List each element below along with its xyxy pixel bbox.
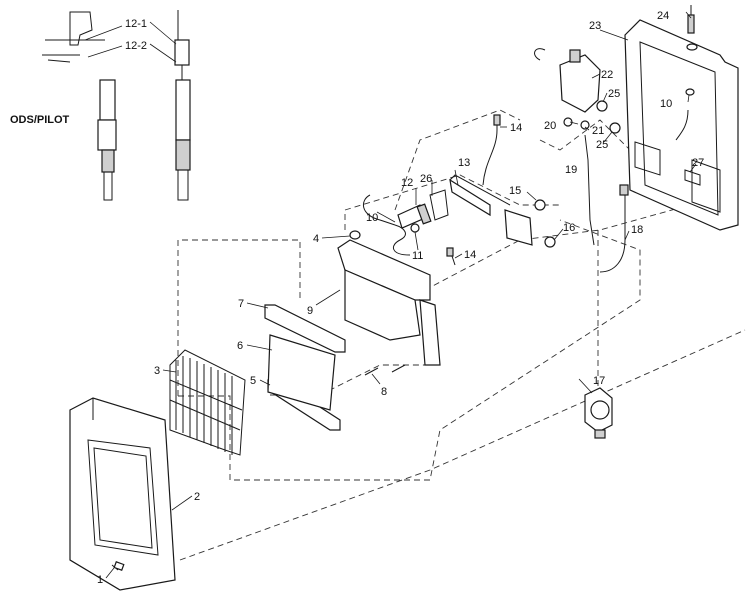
leader-lines	[84, 11, 697, 579]
label-1: 1	[97, 574, 103, 586]
part-27-clip	[684, 169, 701, 186]
label-7: 7	[238, 298, 244, 310]
part-21-fitting	[580, 120, 590, 130]
part-9-heat-shield	[337, 239, 441, 366]
part-19-pilot-tubing	[584, 134, 595, 246]
label-3: 3	[154, 365, 160, 377]
part-17-regulator	[584, 387, 613, 439]
label-14-upper: 14	[510, 122, 522, 134]
label-15: 15	[509, 185, 521, 197]
label-9: 9	[307, 305, 313, 317]
part-20-fitting	[563, 117, 573, 127]
part-1-screw	[111, 561, 125, 571]
part-22-gas-control-valve	[534, 48, 601, 113]
label-5: 5	[250, 375, 256, 387]
label-17: 17	[593, 375, 605, 387]
label-25-upper: 25	[608, 88, 620, 100]
label-4: 4	[313, 233, 319, 245]
part-16-fitting	[544, 236, 556, 248]
part-6-radiant-panel	[267, 334, 336, 411]
label-27: 27	[692, 157, 704, 169]
ods-pilot-inset	[42, 10, 191, 201]
label-24: 24	[657, 10, 669, 22]
part-10-wire-right	[675, 88, 695, 141]
part-25-knob-upper	[596, 100, 608, 112]
label-21: 21	[592, 125, 604, 137]
part-8-screws	[364, 364, 406, 376]
label-18: 18	[631, 224, 643, 236]
part-14-lead-upper	[482, 114, 501, 186]
label-12: 12	[401, 177, 413, 189]
ods-pilot-title: ODS/PILOT	[10, 114, 70, 126]
assembly-guide-lines	[177, 109, 746, 561]
label-14-lower: 14	[464, 249, 476, 261]
label-25-lower: 25	[596, 139, 608, 151]
part-4-nut	[349, 230, 361, 240]
part-13-burner-mount	[449, 174, 533, 246]
part-18-gas-line	[599, 184, 629, 273]
label-13: 13	[458, 157, 470, 169]
label-16: 16	[563, 222, 575, 234]
label-10-right: 10	[660, 98, 672, 110]
label-2: 2	[194, 491, 200, 503]
part-3-radiant-grill	[169, 349, 246, 456]
part-23-rear-panel	[624, 19, 739, 231]
label-19: 19	[565, 164, 577, 176]
label-10-pilot: 10	[366, 212, 378, 224]
pilot-assembly	[362, 189, 449, 256]
label-26: 26	[420, 173, 432, 185]
label-12-2: 12-2	[125, 40, 147, 52]
part-14-lead-lower	[446, 247, 456, 266]
label-12-1: 12-1	[125, 18, 147, 30]
part-7-upper-bracket	[264, 304, 346, 353]
part-2-front-cabinet	[69, 397, 176, 591]
label-23: 23	[589, 20, 601, 32]
label-20: 20	[544, 120, 556, 132]
part-25-knob-lower	[609, 122, 621, 134]
label-11: 11	[412, 250, 423, 262]
part-24-igniter	[687, 5, 695, 34]
part-15-fitting	[534, 199, 546, 211]
label-8: 8	[381, 386, 387, 398]
label-6: 6	[237, 340, 243, 352]
label-22: 22	[601, 69, 613, 81]
